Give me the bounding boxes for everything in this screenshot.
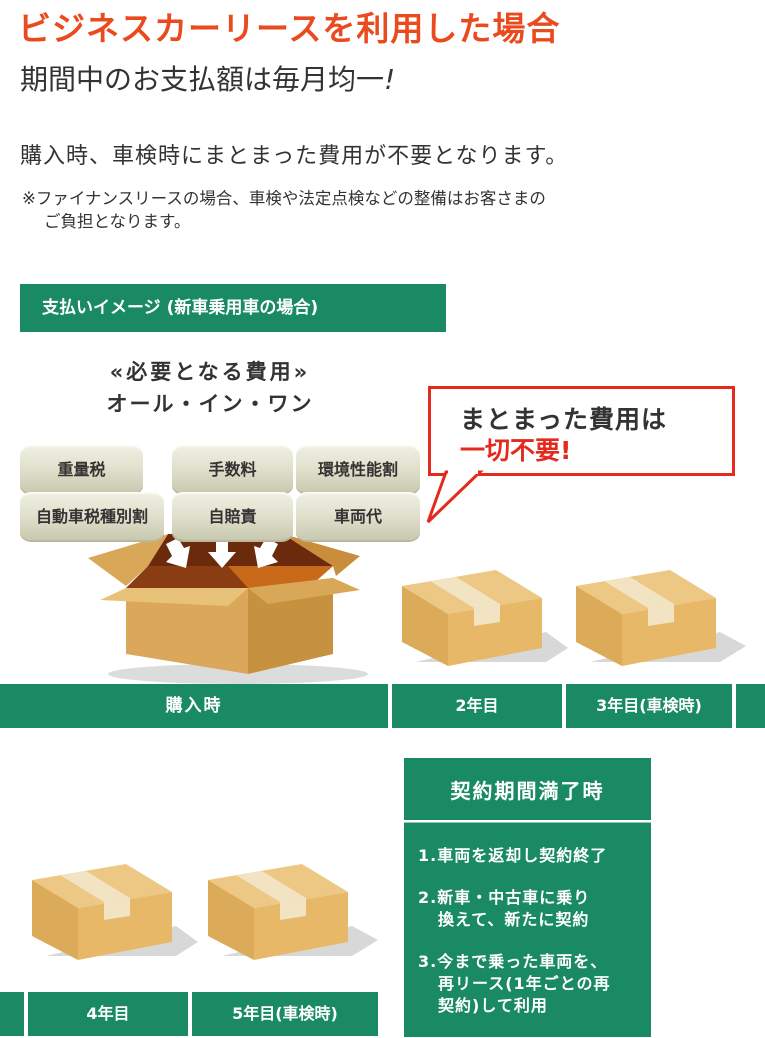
speech-bubble-tail bbox=[426, 469, 484, 524]
subtitle-text: 期間中のお支払額は毎月均一 bbox=[20, 63, 385, 96]
bubble-line-1: まとまった費用は bbox=[460, 405, 668, 434]
speech-bubble bbox=[428, 386, 735, 476]
contract-option-3-line-2: 再リース(1年ごとの再 bbox=[438, 974, 611, 993]
timeline-continue-right bbox=[736, 684, 765, 728]
closed-box-year-4 bbox=[32, 864, 198, 960]
cost-coin-vehicle-tax: 自動車税種別割 bbox=[20, 492, 164, 540]
contract-end-panel bbox=[404, 822, 651, 1037]
note-line-2: ご負担となります。 bbox=[44, 212, 191, 231]
page-title: ビジネスカーリースを利用した場合 bbox=[18, 9, 561, 48]
subtitle-mark: ! bbox=[384, 63, 396, 96]
closed-box-year-5 bbox=[208, 864, 378, 960]
cost-coin-vehicle-price: 車両代 bbox=[296, 492, 420, 540]
contract-end-title: 契約期間満了時 bbox=[404, 758, 651, 820]
note-line-1: ※ファイナンスリースの場合、車検や法定点検などの整備はお客さまの bbox=[22, 189, 546, 208]
contract-option-3-line-1: 3.今まで乗った車両を、 bbox=[418, 952, 608, 971]
down-arrows-icon bbox=[166, 538, 278, 568]
timeline-year-5: 5年目(車検時) bbox=[192, 992, 378, 1036]
timeline-year-2: 2年目 bbox=[392, 684, 562, 728]
payment-image-header: 支払いイメージ (新車乗用車の場合) bbox=[20, 284, 446, 332]
costs-title: «必要となる費用» bbox=[109, 360, 311, 384]
timeline-continue-left bbox=[0, 992, 24, 1036]
timeline-year-4: 4年目 bbox=[28, 992, 188, 1036]
contract-option-2-line-1: 2.新車・中古車に乗り bbox=[418, 888, 591, 907]
open-box-illustration bbox=[88, 534, 368, 684]
contract-option-3-line-3: 契約)して利用 bbox=[438, 996, 548, 1015]
page-subtitle: 期間中のお支払額は毎月均一! bbox=[20, 58, 395, 98]
timeline-year-3: 3年目(車検時) bbox=[566, 684, 732, 728]
cost-coin-weight-tax: 重量税 bbox=[20, 445, 143, 493]
lead-text: 購入時、車検時にまとまった費用が不要となります。 bbox=[20, 144, 569, 169]
contract-option-1: 1.車両を返却し契約終了 bbox=[418, 846, 608, 865]
cost-coin-insurance: 自賠責 bbox=[172, 492, 293, 540]
closed-box-year-3 bbox=[576, 570, 746, 666]
cost-coin-fee: 手数料 bbox=[172, 445, 293, 493]
costs-subtitle: オール・イン・ワン bbox=[106, 392, 314, 416]
bubble-line-2: 一切不要! bbox=[460, 436, 572, 465]
timeline-purchase: 購入時 bbox=[0, 684, 388, 728]
contract-option-2-line-2: 換えて、新たに契約 bbox=[438, 910, 590, 929]
cost-coin-environment-tax: 環境性能割 bbox=[296, 445, 420, 493]
closed-box-year-2 bbox=[402, 570, 568, 666]
